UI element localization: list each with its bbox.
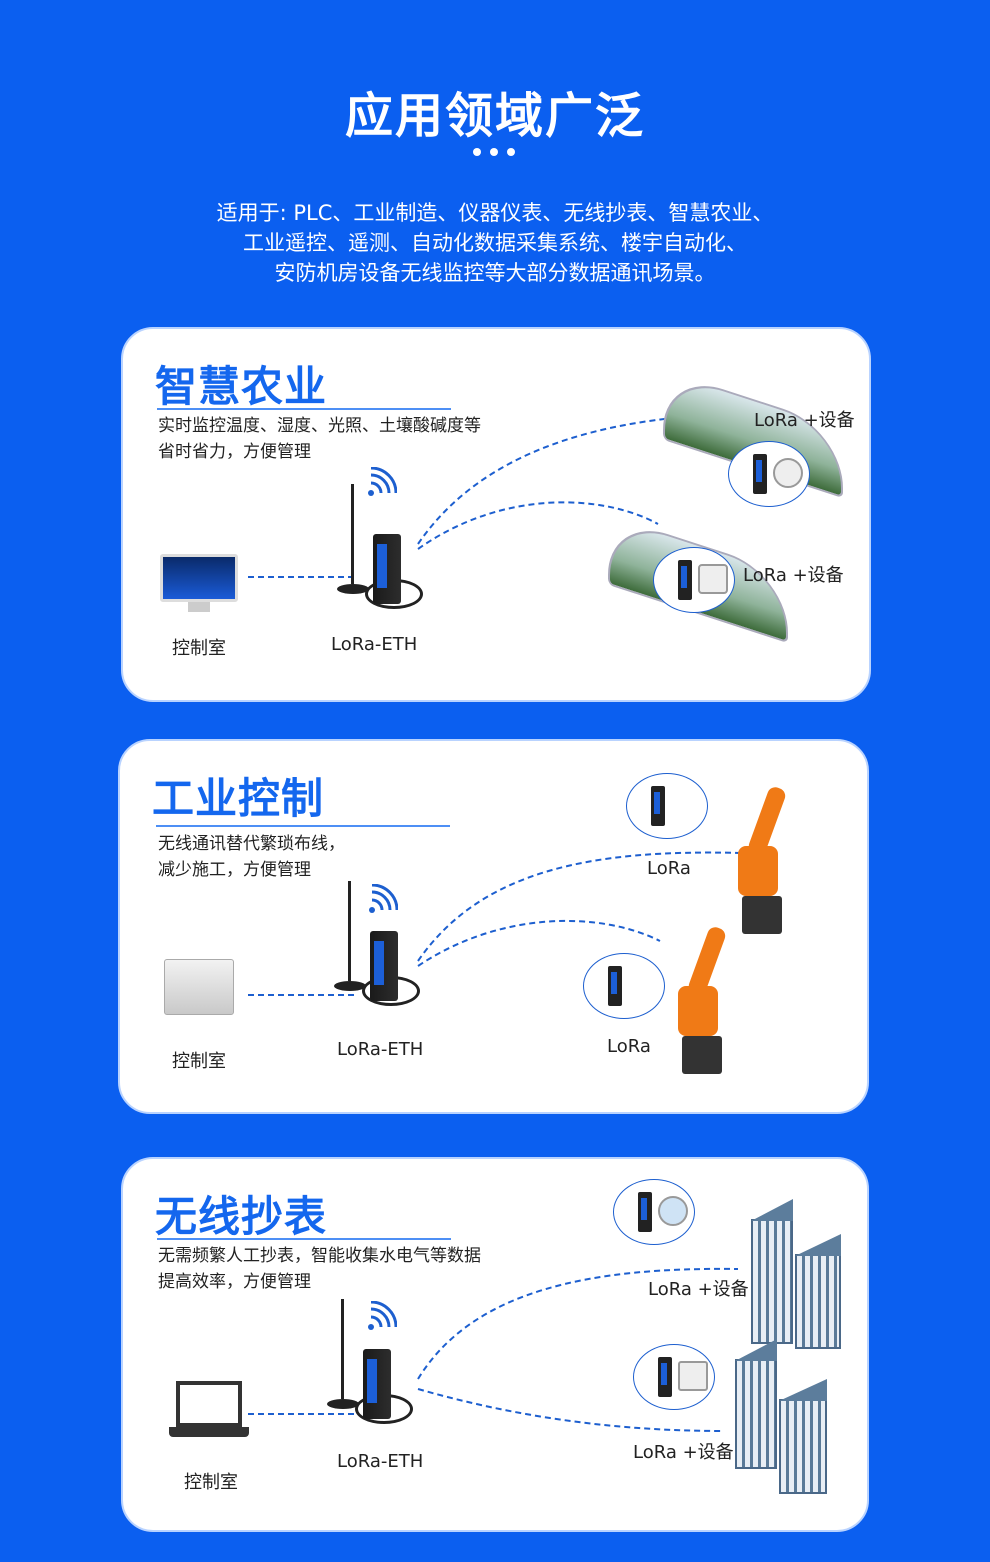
remote-label: LoRa +设备 [754, 410, 855, 431]
card-smart-agriculture: 智慧农业 实时监控温度、湿度、光照、土壤酸碱度等 省时省力，方便管理 控制室 L… [121, 327, 871, 702]
card-description: 无线通讯替代繁琐布线， 减少施工，方便管理 [158, 831, 345, 883]
gateway-label: LoRa-ETH [337, 1451, 424, 1472]
title-underline [156, 825, 450, 827]
building-image [779, 1379, 827, 1494]
card-title: 工业控制 [152, 774, 325, 823]
control-room-label: 控制室 [172, 638, 226, 659]
remote-label: LoRa [647, 858, 691, 879]
page-title: 应用领域广泛 [344, 88, 645, 144]
card-description: 无需频繁人工抄表，智能收集水电气等数据 提高效率，方便管理 [158, 1243, 481, 1295]
remote-label: LoRa +设备 [648, 1279, 749, 1300]
link-lines [248, 1267, 739, 1432]
lora-device-bubble [728, 441, 810, 507]
lora-eth-gateway-image [335, 484, 425, 614]
title-underline [157, 408, 451, 410]
desc-line: 无线通讯替代繁琐布线， [158, 834, 345, 854]
intro-line: 适用于: PLC、工业制造、仪器仪表、无线抄表、智慧农业、 [216, 201, 774, 225]
desc-line: 提高效率，方便管理 [158, 1272, 311, 1292]
desc-line: 减少施工，方便管理 [158, 860, 311, 880]
lora-eth-gateway-image [325, 1299, 415, 1429]
card-title: 无线抄表 [155, 1192, 328, 1241]
control-room-label: 控制室 [172, 1051, 226, 1072]
lora-device-bubble [626, 773, 708, 839]
wifi-icon [369, 884, 398, 913]
building-image [751, 1199, 793, 1344]
intro-description: 适用于: PLC、工业制造、仪器仪表、无线抄表、智慧农业、 工业遥控、遥测、自动… [0, 198, 990, 288]
lora-device-bubble [653, 547, 735, 613]
wifi-icon [368, 1301, 397, 1330]
title-dots [473, 148, 515, 156]
industrial-robot-image [668, 925, 748, 1076]
remote-label: LoRa +设备 [633, 1442, 734, 1463]
gateway-label: LoRa-ETH [337, 1039, 424, 1060]
card-title: 智慧农业 [155, 362, 328, 411]
monitor-image [160, 554, 238, 614]
desc-line: 无需频繁人工抄表，智能收集水电气等数据 [158, 1246, 481, 1266]
intro-line: 工业遥控、遥测、自动化数据采集系统、楼宇自动化、 [243, 231, 747, 255]
card-description: 实时监控温度、湿度、光照、土壤酸碱度等 省时省力，方便管理 [158, 413, 481, 465]
control-room-label: 控制室 [184, 1472, 238, 1493]
remote-label: LoRa [607, 1036, 651, 1057]
desc-line: 省时省力，方便管理 [158, 442, 311, 462]
intro-line: 安防机房设备无线监控等大部分数据通讯场景。 [274, 261, 716, 285]
building-image [795, 1234, 841, 1349]
desc-line: 实时监控温度、湿度、光照、土壤酸碱度等 [158, 416, 481, 436]
electric-meter-bubble [633, 1344, 715, 1410]
link-lines [248, 851, 741, 996]
title-underline [157, 1238, 451, 1240]
lora-device-bubble [583, 953, 665, 1019]
card-wireless-meter-reading: 无线抄表 无需频繁人工抄表，智能收集水电气等数据 提高效率，方便管理 控制室 L… [121, 1157, 869, 1532]
water-meter-bubble [613, 1179, 695, 1245]
plc-image [164, 959, 234, 1015]
lora-eth-gateway-image [332, 881, 422, 1011]
link-lines [248, 413, 729, 578]
laptop-image [169, 1381, 249, 1441]
industrial-robot-image [728, 785, 808, 936]
wifi-icon [368, 467, 397, 496]
gateway-label: LoRa-ETH [331, 634, 418, 655]
card-industrial-control: 工业控制 无线通讯替代繁琐布线， 减少施工，方便管理 控制室 LoRa-ETH … [118, 739, 869, 1114]
building-image [735, 1339, 777, 1469]
remote-label: LoRa +设备 [743, 565, 844, 586]
